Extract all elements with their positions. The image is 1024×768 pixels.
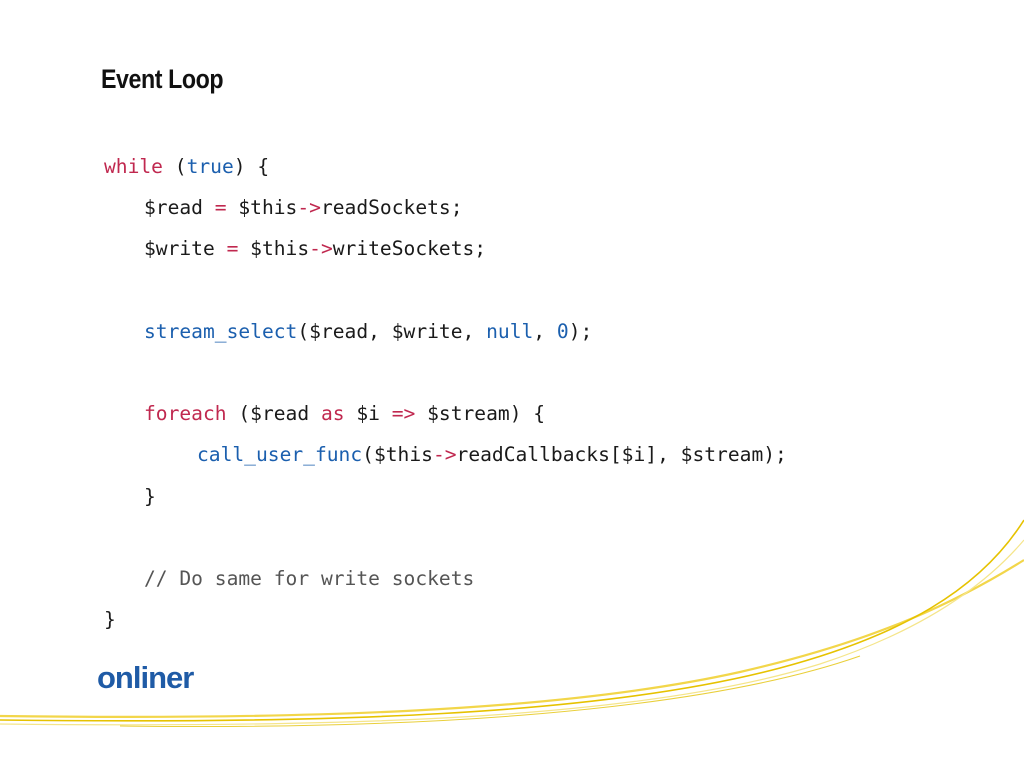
code-token: $write: [144, 237, 227, 261]
code-line: // Do same for write sockets: [144, 564, 474, 594]
code-token: $this: [226, 196, 298, 220]
code-line: stream_select($read, $write, null, 0);: [144, 317, 592, 347]
code-line: $read = $this->readSockets;: [144, 193, 463, 223]
slide-title: Event Loop: [101, 64, 224, 94]
code-token: ) {: [233, 155, 270, 178]
code-token: =>: [391, 402, 416, 426]
code-token: ($read: [226, 402, 321, 426]
code-token: ($read, $write,: [297, 319, 487, 343]
code-line: $write = $this->writeSockets;: [144, 234, 486, 264]
code-token: ($this: [362, 443, 433, 467]
code-token: null: [486, 319, 534, 343]
code-token: call_user_func: [197, 443, 363, 467]
code-line: while (true) {: [104, 152, 269, 182]
code-token: (: [162, 155, 187, 178]
code-token: ->: [432, 443, 457, 467]
code-line: foreach ($read as $i => $stream) {: [144, 399, 545, 429]
code-token: $this: [238, 237, 310, 261]
code-token: =: [214, 196, 227, 220]
code-token: // Do same for write sockets: [144, 567, 475, 590]
code-token: ->: [309, 237, 333, 261]
onliner-logo: onliner: [97, 660, 194, 695]
code-token: $i: [344, 402, 392, 426]
code-token: 0: [556, 319, 569, 343]
code-line: }: [104, 605, 116, 635]
code-token: writeSockets;: [332, 237, 487, 261]
code-token: true: [186, 155, 234, 178]
code-token: while: [104, 155, 163, 178]
code-line: }: [144, 482, 156, 512]
code-token: }: [144, 484, 156, 508]
code-line: call_user_func($this->readCallbacks[$i],…: [197, 440, 787, 470]
code-token: );: [568, 319, 593, 343]
code-token: }: [104, 608, 116, 632]
code-token: foreach: [144, 402, 227, 426]
code-token: $stream) {: [415, 402, 546, 426]
code-token: $read: [144, 196, 215, 220]
code-token: =: [226, 237, 239, 261]
code-token: readCallbacks[$i], $stream);: [456, 443, 787, 467]
code-token: as: [320, 402, 345, 426]
code-token: stream_select: [144, 319, 298, 343]
code-token: ->: [297, 196, 321, 220]
code-token: readSockets;: [320, 196, 463, 220]
code-token: ,: [533, 319, 557, 343]
